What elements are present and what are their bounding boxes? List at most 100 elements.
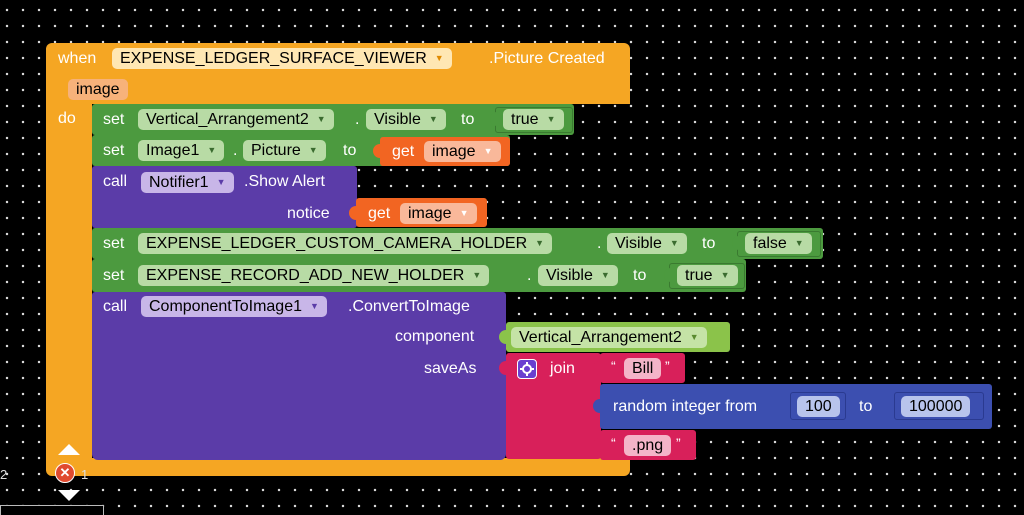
dropdown-arrow-icon: ▼ bbox=[546, 114, 556, 124]
set-keyword: set bbox=[103, 267, 125, 284]
input-notch bbox=[664, 268, 674, 282]
open-quote: “ bbox=[611, 435, 616, 451]
warning-count: 2 bbox=[0, 467, 8, 482]
event-component-dropdown[interactable]: EXPENSE_LEDGER_SURFACE_VIEWER ▼ bbox=[112, 48, 452, 69]
dropdown-arrow-icon: ▼ bbox=[434, 53, 444, 63]
dot-label: . bbox=[233, 142, 238, 159]
component-dropdown-camera-holder[interactable]: EXPENSE_LEDGER_CUSTOM_CAMERA_HOLDER ▼ bbox=[138, 233, 553, 254]
component-label: ComponentToImage1 bbox=[149, 298, 302, 315]
dot-label: . bbox=[597, 235, 602, 252]
property-label: Visible bbox=[615, 235, 662, 252]
dropdown-arrow-icon: ▼ bbox=[428, 114, 438, 124]
to-label: to bbox=[702, 235, 716, 252]
text-value-bill[interactable]: Bill bbox=[624, 358, 662, 379]
dropdown-arrow-icon: ▼ bbox=[308, 145, 318, 155]
text-value-label: .png bbox=[632, 437, 664, 454]
component-label: EXPENSE_LEDGER_CUSTOM_CAMERA_HOLDER bbox=[146, 235, 528, 252]
component-dropdown-vertical-arrangement2[interactable]: Vertical_Arrangement2 ▼ bbox=[138, 109, 334, 130]
event-param-image[interactable]: image bbox=[68, 79, 128, 100]
component-label: EXPENSE_RECORD_ADD_NEW_HOLDER bbox=[146, 267, 465, 284]
component-dropdown-component-to-image1[interactable]: ComponentToImage1 ▼ bbox=[141, 296, 327, 317]
component-dropdown-add-new-holder[interactable]: EXPENSE_RECORD_ADD_NEW_HOLDER ▼ bbox=[138, 265, 490, 286]
dropdown-arrow-icon: ▼ bbox=[600, 270, 610, 280]
variable-dropdown-image[interactable]: image ▼ bbox=[400, 203, 477, 224]
set-keyword: set bbox=[103, 111, 125, 128]
input-notch bbox=[373, 144, 383, 158]
dropdown-arrow-icon: ▼ bbox=[309, 301, 319, 311]
input-notch bbox=[593, 438, 603, 452]
logic-value-dropdown[interactable]: false ▼ bbox=[745, 233, 812, 254]
property-label: Picture bbox=[251, 142, 301, 159]
property-dropdown-visible[interactable]: Visible ▼ bbox=[538, 265, 618, 286]
logic-value-dropdown[interactable]: true▼ bbox=[677, 265, 738, 286]
do-label: do bbox=[58, 110, 76, 127]
logic-value-label: false bbox=[753, 235, 787, 252]
chevron-down-icon[interactable] bbox=[58, 490, 80, 501]
get-keyword: get bbox=[392, 143, 415, 160]
dot-label: . bbox=[355, 111, 360, 128]
dropdown-arrow-icon: ▼ bbox=[207, 145, 217, 155]
variable-dropdown-image[interactable]: image ▼ bbox=[424, 141, 501, 162]
number-value-from[interactable]: 100 bbox=[797, 396, 840, 417]
gear-icon[interactable] bbox=[517, 359, 537, 379]
component-value-dropdown[interactable]: Vertical_Arrangement2 ▼ bbox=[511, 327, 707, 348]
component-value-label: Vertical_Arrangement2 bbox=[519, 329, 682, 346]
call-convert-to-image-block[interactable] bbox=[92, 292, 506, 460]
input-notch bbox=[499, 361, 509, 375]
random-integer-label: random integer from bbox=[613, 398, 758, 415]
close-quote: ” bbox=[676, 435, 681, 451]
logic-value-dropdown[interactable]: true ▼ bbox=[503, 109, 564, 130]
dropdown-arrow-icon: ▼ bbox=[669, 238, 679, 248]
dropdown-arrow-icon: ▼ bbox=[216, 177, 226, 187]
to-label: to bbox=[633, 267, 647, 284]
close-quote: ” bbox=[665, 358, 670, 374]
dropdown-arrow-icon: ▼ bbox=[794, 238, 804, 248]
property-label: Visible bbox=[374, 111, 421, 128]
error-count: 1 bbox=[81, 467, 89, 482]
input-notch bbox=[490, 112, 500, 126]
dropdown-arrow-icon: ▼ bbox=[535, 238, 545, 248]
chevron-up-icon[interactable] bbox=[58, 444, 80, 455]
component-dropdown-notifier1[interactable]: Notifier1▼ bbox=[141, 172, 234, 193]
component-dropdown-image1[interactable]: Image1▼ bbox=[138, 140, 225, 161]
when-label: when bbox=[58, 50, 97, 67]
dropdown-arrow-icon: ▼ bbox=[689, 332, 699, 342]
saveas-arg-label: saveAs bbox=[424, 360, 477, 377]
dot-label: . bbox=[527, 267, 532, 284]
input-notch bbox=[349, 206, 359, 220]
dropdown-arrow-icon: ▼ bbox=[483, 146, 493, 156]
event-name: .Picture Created bbox=[489, 50, 605, 67]
event-block-spine bbox=[46, 100, 92, 462]
notice-label: notice bbox=[287, 205, 330, 222]
number-value-to[interactable]: 100000 bbox=[901, 396, 971, 417]
property-dropdown-picture[interactable]: Picture ▼ bbox=[243, 140, 326, 161]
call-keyword: call bbox=[103, 173, 128, 190]
event-block-footer bbox=[46, 458, 630, 476]
to-label: to bbox=[461, 111, 475, 128]
error-icon[interactable]: ✕ bbox=[55, 463, 75, 483]
text-value-png[interactable]: .png bbox=[624, 435, 672, 456]
variable-label: image bbox=[432, 143, 476, 160]
workspace-tooltip-box bbox=[0, 505, 104, 515]
component-arg-label: component bbox=[395, 328, 475, 345]
property-label: Visible bbox=[546, 267, 593, 284]
component-label: Vertical_Arrangement2 bbox=[146, 111, 309, 128]
method-label: .Show Alert bbox=[244, 173, 325, 190]
property-dropdown-visible[interactable]: Visible ▼ bbox=[607, 233, 687, 254]
set-keyword: set bbox=[103, 142, 125, 159]
event-param-label: image bbox=[76, 81, 120, 98]
event-component-label: EXPENSE_LEDGER_SURFACE_VIEWER bbox=[120, 50, 427, 67]
input-notch bbox=[593, 361, 603, 375]
set-keyword: set bbox=[103, 235, 125, 252]
open-quote: “ bbox=[611, 358, 616, 374]
dropdown-arrow-icon: ▼ bbox=[459, 208, 469, 218]
text-value-label: Bill bbox=[632, 360, 654, 377]
to-label: to bbox=[859, 398, 873, 415]
dropdown-arrow-icon: ▼ bbox=[472, 270, 482, 280]
input-notch bbox=[499, 330, 509, 344]
logic-value-label: true bbox=[511, 111, 539, 128]
dropdown-arrow-icon: ▼ bbox=[316, 114, 326, 124]
variable-label: image bbox=[408, 205, 452, 222]
property-dropdown-visible[interactable]: Visible ▼ bbox=[366, 109, 446, 130]
method-label: .ConvertToImage bbox=[348, 298, 470, 315]
